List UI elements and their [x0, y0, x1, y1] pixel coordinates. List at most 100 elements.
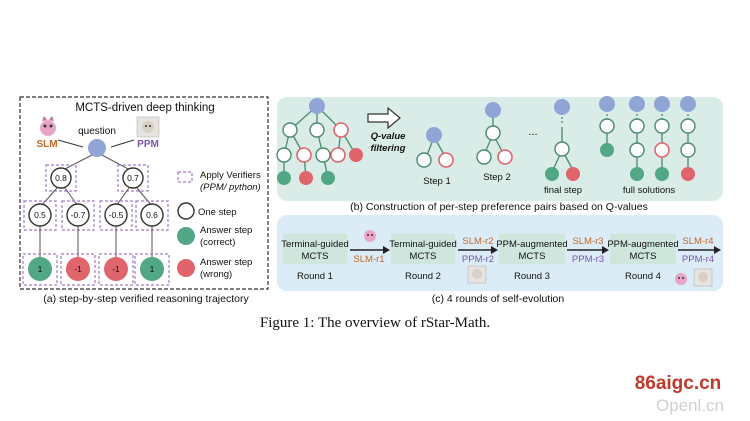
answer-correct-node	[655, 167, 669, 181]
verifier-box	[22, 253, 58, 286]
answer-correct-node	[545, 167, 559, 181]
step-node	[629, 118, 645, 134]
panel-b: Q-value filtering Step 1 Step 2 ...	[276, 96, 723, 213]
ppm-r2-label: PPM-r2	[462, 254, 494, 265]
legend-correct-swatch	[177, 227, 195, 245]
answer-value: 1	[38, 264, 43, 274]
answer-wrong-node	[104, 257, 128, 281]
answer-wrong-node	[299, 171, 313, 185]
step2-label: Step 2	[483, 172, 510, 183]
arrowhead-icon	[491, 246, 498, 254]
step-node-low-q	[296, 147, 312, 163]
root-node	[629, 96, 645, 112]
answer-correct-node	[28, 257, 52, 281]
root-node	[426, 127, 442, 143]
step-node	[50, 167, 72, 189]
legend-correct-line2: (correct)	[200, 237, 235, 248]
verifier-box	[45, 164, 77, 192]
round1-box-line1: Terminal-guided	[281, 239, 349, 250]
legend-wrong-line1: Answer step	[200, 257, 252, 268]
round1-box	[283, 234, 347, 264]
ppm-mascot-icon	[693, 268, 713, 287]
step-node-low-q	[438, 152, 454, 168]
legend-verifier-swatch	[177, 171, 193, 183]
step-node	[554, 141, 570, 157]
answer-wrong-node	[681, 167, 695, 181]
panel-a: MCTS-driven deep thinking SLM PPM questi…	[19, 96, 269, 305]
verifier-box	[117, 164, 149, 192]
answer-value: -1	[112, 264, 120, 274]
slm-r4-label: SLM-r4	[682, 236, 713, 247]
ppm-arrow	[110, 139, 135, 148]
step-node	[680, 142, 696, 158]
step-node	[282, 122, 298, 138]
round1-box-line2: MCTS	[302, 251, 329, 262]
legend-verifiers-line2: (PPM/ python)	[200, 182, 261, 193]
round2-label: Round 2	[405, 271, 441, 282]
slm-r3-label: SLM-r3	[572, 236, 603, 247]
round2-box-line1: Terminal-guided	[389, 239, 457, 250]
round1-label: Round 1	[297, 271, 333, 282]
slm-label: SLM	[36, 139, 57, 150]
answer-wrong-node	[349, 148, 363, 162]
verifier-box	[98, 253, 134, 286]
answer-correct-node	[600, 143, 614, 157]
step-node	[476, 149, 492, 165]
slm-mascot-icon	[364, 230, 376, 242]
question-node	[88, 139, 106, 157]
filter-label-line2: filtering	[371, 143, 406, 154]
step-value: 0.6	[146, 210, 158, 220]
root-node	[485, 102, 501, 118]
root-node	[680, 96, 696, 112]
tree-edge	[62, 154, 93, 171]
tree-edge	[64, 187, 79, 207]
step1-label: Step 1	[423, 176, 450, 187]
answer-correct-node	[140, 257, 164, 281]
step-node	[276, 147, 292, 163]
round4-box	[610, 234, 676, 264]
step-value: -0.7	[71, 210, 86, 220]
panel-c: Terminal-guided MCTS Round 1 SLM-r1 Term…	[277, 215, 723, 305]
legend-wrong-swatch	[177, 259, 195, 277]
filter-label-line1: Q-value	[371, 131, 407, 142]
tree-edge	[115, 187, 130, 207]
slm-r1-label: SLM-r1	[353, 254, 384, 265]
ppm-label: PPM	[137, 139, 159, 150]
answer-value: -1	[74, 264, 82, 274]
root-node	[654, 96, 670, 112]
answer-correct-node	[321, 171, 335, 185]
tree-edge	[40, 187, 58, 207]
step-value: 0.8	[55, 173, 67, 183]
round3-box-line2: MCTS	[519, 251, 546, 262]
panel-a-caption: (a) step-by-step verified reasoning traj…	[43, 293, 249, 305]
figure-caption: Figure 1: The overview of rStar-Math.	[260, 315, 490, 331]
ppm-r3-label: PPM-r3	[572, 254, 604, 265]
panel-b-caption: (b) Construction of per-step preference …	[350, 201, 648, 213]
step-value: 0.7	[127, 173, 139, 183]
step-value: 0.5	[34, 210, 46, 220]
verifier-box	[60, 253, 96, 286]
round4-box-line2: MCTS	[630, 251, 657, 262]
ppm-r4-label: PPM-r4	[682, 254, 714, 265]
arrowhead-icon	[714, 246, 721, 254]
verifier-box	[134, 253, 170, 286]
filter-arrow-icon	[367, 106, 401, 130]
root-node	[554, 99, 570, 115]
final-step-label: final step	[544, 185, 582, 196]
round2-box	[391, 234, 455, 264]
root-node	[309, 98, 325, 114]
step-node	[309, 122, 325, 138]
slm-r2-label: SLM-r2	[462, 236, 493, 247]
round3-box-line1: PPM-augmented	[496, 239, 567, 250]
legend-one-step-swatch	[177, 202, 195, 220]
answer-wrong-node	[566, 167, 580, 181]
round2-box-line2: MCTS	[410, 251, 437, 262]
arrowhead-icon	[602, 246, 609, 254]
slm-mascot-icon	[40, 116, 56, 136]
round3-box	[499, 234, 565, 264]
step-node	[680, 118, 696, 134]
full-solutions-label: full solutions	[623, 185, 676, 196]
panel-a-title: MCTS-driven deep thinking	[75, 102, 214, 114]
ellipsis: ...	[528, 126, 537, 138]
slm-mascot-icon	[675, 273, 687, 285]
